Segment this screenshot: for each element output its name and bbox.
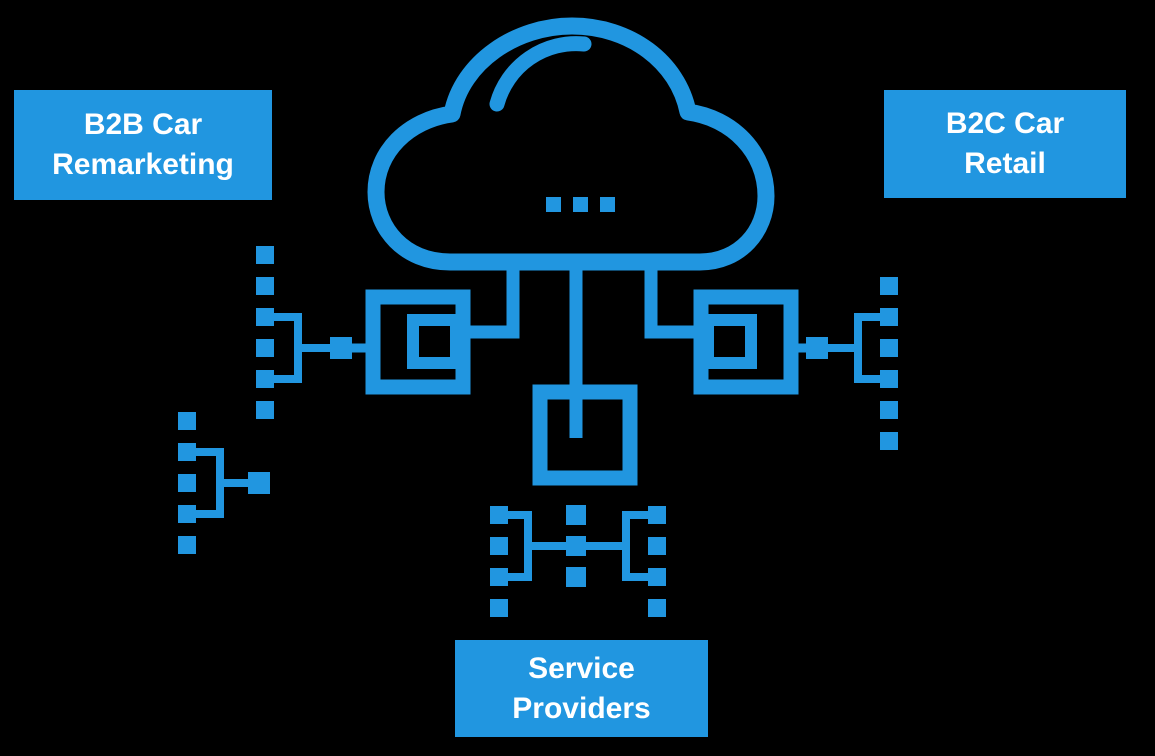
node-inner-square (407, 314, 462, 369)
connector-cloud-to-left-node (461, 258, 520, 339)
stack-square (566, 567, 586, 587)
tree-bracket (196, 448, 224, 518)
label-line: B2C Car (945, 107, 1065, 141)
node-outer-square (693, 289, 799, 395)
tree-bracket (622, 511, 648, 581)
tree-leaf-square (880, 370, 898, 388)
tree-leaf-square (648, 568, 666, 586)
stack-square (566, 505, 586, 525)
tree-bracket (854, 313, 880, 383)
cloud-icon (367, 17, 775, 271)
tree-leaf-square (256, 246, 274, 264)
connectors (352, 258, 808, 438)
ellipsis-dots-icon (546, 197, 615, 212)
node-inner-square (702, 314, 757, 369)
node-outer-square (365, 289, 471, 395)
ellipsis-dot (546, 197, 561, 212)
tree-leaf-square (256, 339, 274, 357)
tree-leaf-square (648, 599, 666, 617)
left-nested-squares-icon (365, 289, 471, 395)
label-service-providers: Service Providers (455, 640, 708, 737)
tree-leaf-square (490, 568, 508, 586)
label-line: Remarketing (52, 148, 234, 181)
right-nested-squares-icon (693, 289, 799, 395)
lower-left-hierarchy-tree-icon (178, 412, 270, 554)
label-line: Providers (512, 691, 651, 725)
tree-leaf-square (880, 308, 898, 326)
tree-leaf-square (490, 537, 508, 555)
bottom-right-hierarchy-tree-icon (586, 506, 666, 617)
tree-leaf-square (178, 474, 196, 492)
stack-square (566, 536, 586, 556)
tree-leaf-square (256, 308, 274, 326)
tree-leaf-square (490, 599, 508, 617)
bottom-square-stack-icon (566, 505, 586, 587)
tree-leaf-square (880, 432, 898, 450)
tree-leaf-square (256, 370, 274, 388)
tree-leaf-square (648, 537, 666, 555)
label-b2c-car-retail: B2C Car Retail (884, 90, 1126, 198)
tree-root-square (330, 337, 352, 359)
tree-leaf-square (880, 339, 898, 357)
tree-root-square (248, 472, 270, 494)
connector-cloud-to-right-node (644, 258, 703, 339)
tree-leaf-square (256, 401, 274, 419)
tree-leaf-square (178, 443, 196, 461)
tree-leaf-square (178, 536, 196, 554)
tree-bracket (274, 313, 302, 383)
center-box-outline (532, 384, 638, 486)
tree-leaf-square (880, 277, 898, 295)
tree-leaf-square (178, 505, 196, 523)
tree-root-square (806, 337, 828, 359)
tree-bracket (508, 511, 532, 581)
tree-leaf-square (880, 401, 898, 419)
tree-leaf-square (648, 506, 666, 524)
cloud-outline (367, 17, 775, 271)
tree-leaf-square (490, 506, 508, 524)
box-terminal-icon (532, 384, 638, 486)
right-hierarchy-tree-icon (806, 277, 898, 450)
ellipsis-dot (600, 197, 615, 212)
tree-leaf-square (178, 412, 196, 430)
label-line: Service (528, 651, 635, 685)
cloud-swirl (489, 36, 592, 112)
label-line: Retail (964, 147, 1046, 180)
label-b2b-car-remarketing: B2B Car Remarketing (14, 90, 272, 200)
tree-leaf-square (256, 277, 274, 295)
label-line: B2B Car (83, 108, 203, 142)
upper-left-hierarchy-tree-icon (256, 246, 352, 419)
bottom-left-hierarchy-tree-icon (490, 506, 566, 617)
ellipsis-dot (573, 197, 588, 212)
